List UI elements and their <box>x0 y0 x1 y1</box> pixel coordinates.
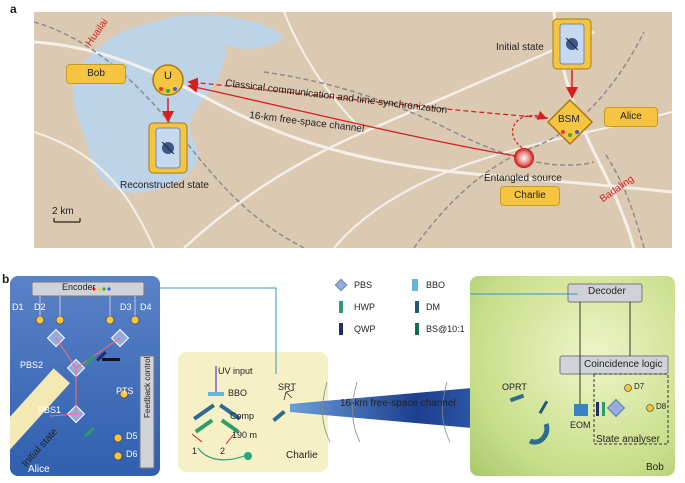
alice-optics <box>10 281 155 469</box>
legend-hwp-icon <box>339 301 343 313</box>
charlie-port1: 1 <box>192 446 198 456</box>
charlie-optics <box>191 366 295 461</box>
bob-analyser: State analyser <box>596 434 660 445</box>
bob-eom: EOM <box>570 420 591 430</box>
legend-dm-icon <box>415 301 419 313</box>
channel-arrows <box>53 70 578 223</box>
charlie-bbo: BBO <box>228 388 248 398</box>
alice-tag: Alice <box>604 107 658 127</box>
panel-b-letter: b <box>2 272 10 286</box>
charlie-tag: Charlie <box>500 186 560 206</box>
alice-d4: D4 <box>140 302 152 312</box>
charlie-uv-input: UV input <box>218 366 253 376</box>
u-label: U <box>164 70 172 82</box>
alice-d3: D3 <box>120 302 132 312</box>
u-node <box>152 64 184 96</box>
charlie-name: Charlie <box>286 450 318 461</box>
classical-link <box>160 287 578 374</box>
charlie-port2: 2 <box>220 446 226 456</box>
bob-coincidence: Coincidence logic <box>584 359 663 370</box>
bob-tag: Bob <box>66 64 126 84</box>
alice-encoder: Encoder <box>62 282 96 292</box>
bsm-label: BSM <box>558 114 580 125</box>
charlie-comp: Comp <box>230 411 255 421</box>
panel-a: a Huailai Badaling Bob Alice Charlie U <box>10 2 672 248</box>
charlie-fiber: 190 m <box>232 430 258 440</box>
bob-name: Bob <box>646 462 664 473</box>
legend-bs-icon <box>415 323 419 335</box>
charlie-srt: SRT <box>278 382 296 392</box>
reconstructed-state-icon <box>148 122 188 174</box>
bob-optics <box>509 283 669 445</box>
legend-dm: DM <box>426 302 440 312</box>
panel-b: b Encoder D1 D2 <box>0 262 685 483</box>
bob-block <box>470 276 675 476</box>
legend-bbo: BBO <box>426 280 446 290</box>
alice-pbs2: PBS2 <box>20 360 44 370</box>
reconstructed-state-label: Reconstructed state <box>120 180 209 191</box>
bob-d7: D7 <box>634 382 645 391</box>
alice-d2: D2 <box>34 302 46 312</box>
alice-pbs1: PBS1 <box>38 405 62 415</box>
entangled-source-label: Entangled source <box>484 173 562 184</box>
alice-d5: D5 <box>126 431 138 441</box>
panel-a-letter: a <box>10 2 17 16</box>
bob-oprt: OPRT <box>502 382 527 392</box>
scale-label: 2 km <box>52 206 74 217</box>
legend-hwp: HWP <box>354 302 375 312</box>
initial-state-icon <box>552 18 592 70</box>
alice-d1: D1 <box>12 302 24 312</box>
alice-name: Alice <box>28 464 50 475</box>
entangled-source-icon <box>514 148 534 168</box>
bob-d8: D8 <box>656 402 667 411</box>
channel-label: 16-km free-space channel <box>340 398 456 409</box>
legend-bbo-icon <box>412 279 418 291</box>
alice-d6: D6 <box>126 449 138 459</box>
initial-state-label: Initial state <box>496 42 544 53</box>
legend-qwp: QWP <box>354 324 376 334</box>
legend-bs: BS@10:1 <box>426 324 465 334</box>
bob-decoder: Decoder <box>588 286 626 297</box>
alice-pts: PTS <box>116 386 134 396</box>
legend: PBS BBO HWP DM QWP BS@10:1 <box>330 274 470 354</box>
bsm-node <box>546 98 594 146</box>
legend-pbs: PBS <box>354 280 373 290</box>
legend-pbs-icon <box>334 278 348 292</box>
legend-qwp-icon <box>339 323 343 335</box>
